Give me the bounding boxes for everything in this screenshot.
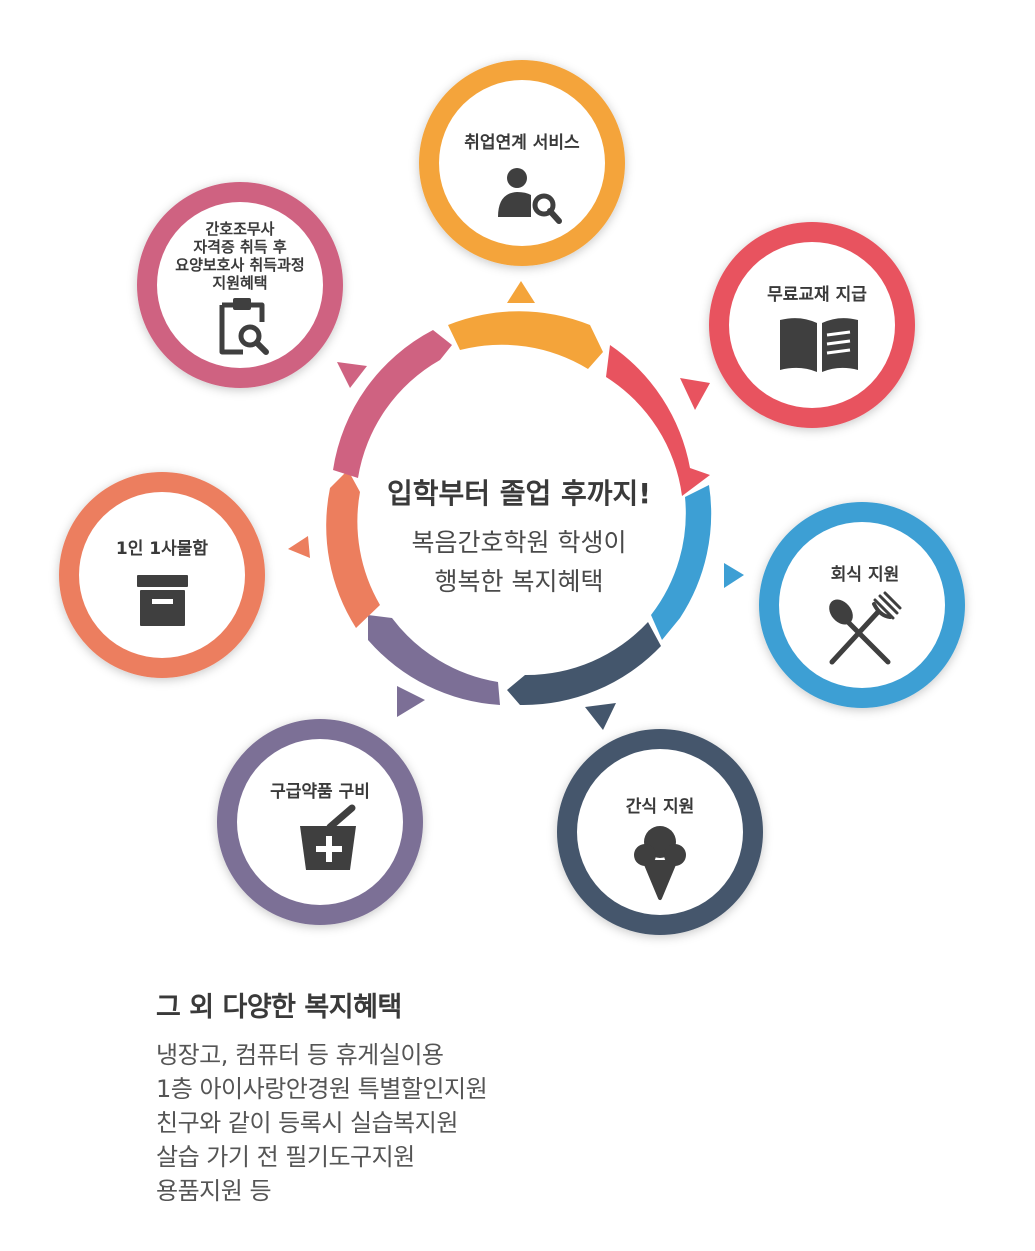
- ring-segment-coral: [326, 470, 380, 628]
- list-item: 냉장고, 컴퓨터 등 휴게실이용: [156, 1041, 444, 1069]
- node-dining: 회식 지원: [759, 502, 965, 708]
- node-dining-ring: [759, 502, 965, 708]
- ring-segment-pink: [333, 330, 452, 478]
- benefit-nodes: 취업연계 서비스 무료교재 지급: [59, 60, 965, 935]
- ring-segment-purple: [368, 615, 500, 705]
- mortar-pestle-icon: [300, 804, 356, 870]
- node-snack: 간식 지원: [557, 729, 763, 935]
- node-medicine-ring: [217, 719, 423, 925]
- connector-arrows: [288, 281, 744, 730]
- ice-cream-icon: [634, 826, 686, 900]
- node-locker: 1인 1사물함: [59, 472, 265, 678]
- node-textbook: 무료교재 지급: [709, 222, 915, 428]
- node-certification-ring: [137, 182, 343, 388]
- center-subtitle-line2: 행복한 복지혜택: [435, 567, 604, 596]
- node-dining-label: 회식 지원: [831, 565, 899, 585]
- list-item: 친구와 같이 등록시 실습복지원: [156, 1109, 458, 1137]
- node-employment-label: 취업연계 서비스: [464, 132, 580, 153]
- node-medicine: 구급약품 구비: [217, 719, 423, 925]
- ring-segment-blue: [651, 485, 712, 640]
- storage-box-icon: [137, 575, 188, 626]
- spoon-fork-icon: [829, 591, 902, 665]
- node-snack-label: 간식 지원: [626, 797, 694, 817]
- extra-benefits: 그 외 다양한 복지혜택 냉장고, 컴퓨터 등 휴게실이용 1층 아이사랑안경원…: [156, 985, 856, 1208]
- arrow-purple: [397, 686, 425, 717]
- center-text: 입학부터 졸업 후까지! 복음간호학원 학생이 행복한 복지혜택: [387, 477, 651, 596]
- center-subtitle-line1: 복음간호학원 학생이: [412, 528, 627, 557]
- node-certification-label-1: 간호조무사: [205, 220, 274, 238]
- book-icon: [780, 318, 858, 374]
- node-certification: 간호조무사 자격증 취득 후 요양보호사 취득과정 지원혜택: [137, 182, 343, 388]
- node-certification-label-4: 지원혜택: [212, 274, 267, 292]
- node-medicine-label: 구급약품 구비: [270, 781, 370, 802]
- ring-segment-orange: [448, 311, 603, 369]
- ring-segment-red: [606, 345, 710, 496]
- node-employment-ring: [419, 60, 625, 266]
- arrow-coral: [288, 536, 310, 558]
- node-certification-label-3: 요양보호사 취득과정: [175, 256, 304, 274]
- center-title: 입학부터 졸업 후까지!: [387, 477, 651, 510]
- center-ring: [326, 311, 712, 706]
- user-search-icon: [498, 168, 562, 224]
- ring-segment-navy: [507, 622, 661, 706]
- extra-benefits-title: 그 외 다양한 복지혜택: [156, 992, 402, 1023]
- arrow-red: [680, 378, 710, 410]
- arrow-blue: [724, 563, 744, 588]
- node-certification-label-2: 자격증 취득 후: [193, 238, 286, 256]
- arrow-navy: [585, 703, 616, 730]
- arrow-orange: [507, 281, 535, 303]
- list-item: 1층 아이사랑안경원 특별할인지원: [156, 1075, 488, 1103]
- node-textbook-label: 무료교재 지급: [767, 285, 867, 305]
- arrow-pink: [337, 362, 367, 388]
- extra-benefits-list: 냉장고, 컴퓨터 등 휴게실이용 1층 아이사랑안경원 특별할인지원 친구와 같…: [156, 1038, 856, 1208]
- list-item: 용품지원 등: [156, 1177, 272, 1205]
- clipboard-search-icon: [219, 298, 269, 355]
- node-employment: 취업연계 서비스: [419, 60, 625, 266]
- welfare-cycle-diagram: 입학부터 졸업 후까지! 복음간호학원 학생이 행복한 복지혜택 취업연계 서비…: [59, 60, 965, 935]
- list-item: 살습 가기 전 필기도구지원: [156, 1143, 415, 1171]
- node-locker-label: 1인 1사물함: [116, 538, 208, 559]
